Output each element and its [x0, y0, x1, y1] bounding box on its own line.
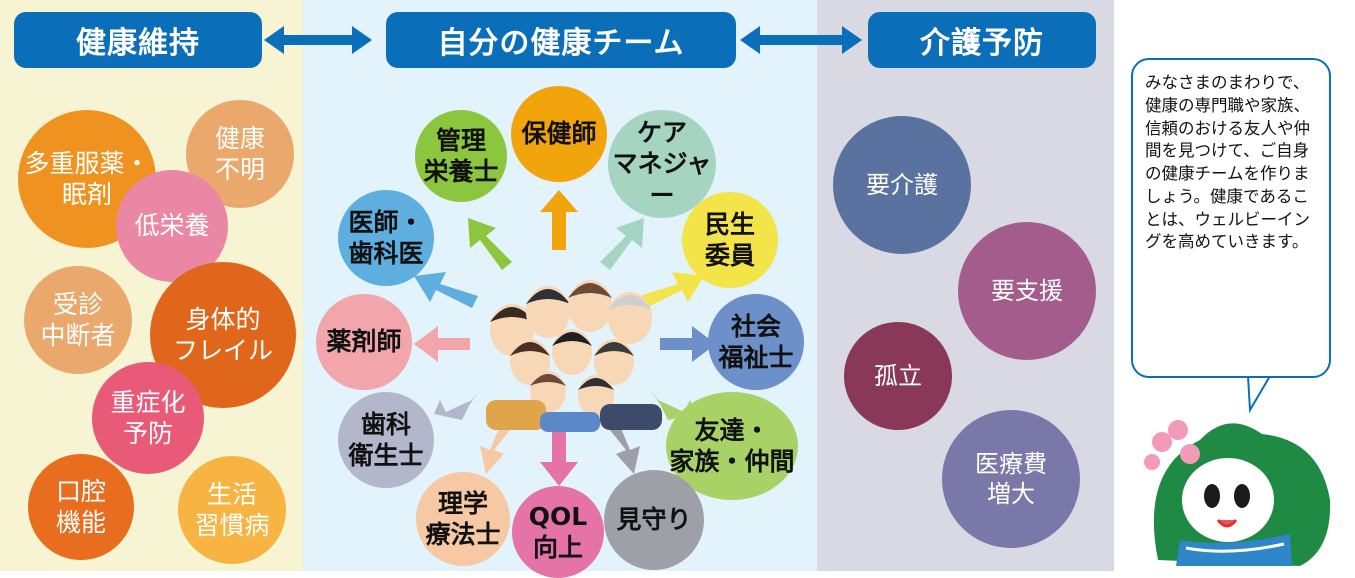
team-circle: ケア マネジャー	[608, 110, 716, 218]
team-circle: 医師・ 歯科医	[338, 190, 434, 286]
left-circle-label: 多重服薬・ 眠剤	[24, 148, 150, 209]
arrow-icon	[468, 218, 512, 270]
team-circle: 歯科 衛生士	[338, 392, 434, 488]
right-circle: 要介護	[833, 116, 971, 254]
mascot-character	[1144, 420, 1331, 566]
left-circle: 重症化 予防	[92, 362, 204, 474]
double-arrow-icon	[740, 26, 862, 54]
right-circle-label: 医療費 増大	[975, 450, 1047, 508]
team-circle-label: 歯科 衛生士	[348, 409, 424, 470]
left-circle-label: 低栄養	[134, 211, 210, 241]
arrow-icon	[414, 272, 478, 308]
people-group-illustration	[486, 280, 662, 432]
left-circle: 生活 習慣病	[178, 456, 286, 564]
speech-bubble-text: みなさまのまわりで、健康の専門職や家族、信頼のおける友人や仲間を見つけて、ご自身…	[1145, 73, 1310, 252]
team-circle-label: ケア マネジャー	[612, 118, 712, 210]
team-circle-label: 友達・ 家族・仲間	[669, 415, 795, 476]
arrow-icon	[414, 326, 470, 362]
arrow-icon	[610, 426, 640, 474]
left-circle-label: 生活 習慣病	[194, 479, 270, 540]
team-circle-label: 社会 福祉士	[718, 311, 794, 372]
header-care-prevention: 介護予防	[868, 12, 1096, 68]
right-circle: 医療費 増大	[942, 410, 1080, 548]
team-circle: 民生 委員	[682, 192, 778, 288]
team-circle: 見守り	[604, 470, 704, 570]
team-arrows	[414, 190, 716, 486]
team-circle: 理学 療法士	[416, 472, 510, 566]
left-circle-label: 健康 不明	[214, 123, 265, 184]
right-circle-label: 要支援	[991, 277, 1063, 305]
right-circle-label: 孤立	[874, 362, 922, 390]
team-circle-label: 民生 委員	[704, 209, 755, 270]
team-circle-label: 保健師	[521, 119, 597, 149]
left-circle: 口腔 機能	[28, 454, 134, 560]
arrow-icon	[434, 390, 480, 420]
team-circle-label: 管理 栄養士	[423, 125, 499, 186]
team-circle-label: 見守り	[616, 505, 692, 535]
left-circle-label: 身体的 フレイル	[172, 304, 273, 365]
right-circle: 要支援	[958, 222, 1096, 360]
team-circle: 友達・ 家族・仲間	[666, 392, 798, 500]
double-arrow-icon	[264, 26, 372, 54]
right-circle-label: 要介護	[866, 171, 938, 199]
left-circle-label: 口腔 機能	[55, 476, 106, 537]
team-circle-label: 薬剤師	[326, 327, 402, 357]
left-circle-label: 受診 中断者	[40, 289, 116, 350]
arrow-icon	[540, 432, 578, 486]
team-circle-label: QOL 向上	[528, 501, 588, 562]
team-circle: 保健師	[511, 86, 607, 182]
arrow-icon	[540, 190, 578, 250]
speech-bubble: みなさまのまわりで、健康の専門職や家族、信頼のおける友人や仲間を見つけて、ご自身…	[1131, 58, 1331, 378]
team-circle-label: 医師・ 歯科医	[348, 207, 424, 268]
header-health-team: 自分の健康チーム	[386, 12, 736, 68]
bubble-tail	[1246, 375, 1272, 414]
header-health-maintenance: 健康維持	[14, 12, 262, 68]
team-circle: QOL 向上	[512, 486, 604, 578]
team-circle-label: 理学 療法士	[425, 488, 501, 549]
team-circle: 薬剤師	[316, 294, 412, 390]
arrow-icon	[640, 272, 704, 308]
right-circle: 孤立	[844, 322, 952, 430]
team-circle: 社会 福祉士	[708, 294, 804, 390]
arrow-icon	[600, 218, 644, 270]
left-circle-label: 重症化 予防	[110, 387, 186, 448]
left-circle: 受診 中断者	[24, 266, 132, 374]
team-circle: 管理 栄養士	[415, 110, 507, 202]
arrow-icon	[660, 326, 716, 362]
arrow-icon	[480, 426, 510, 474]
